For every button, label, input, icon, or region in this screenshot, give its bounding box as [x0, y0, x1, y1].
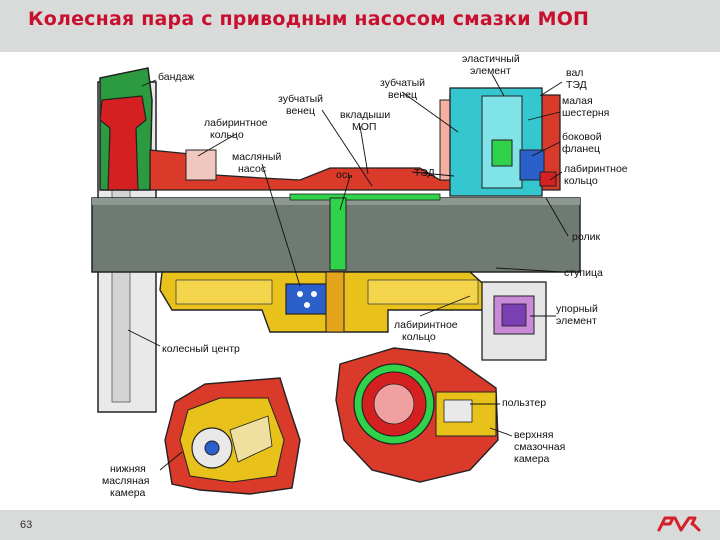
oil-pump [285, 283, 331, 315]
label-gear-rim-left-1: зубчатый [278, 93, 323, 105]
title-bar [0, 0, 720, 52]
label-thrust-element-1: упорный [556, 303, 598, 315]
label-oil-pump-1: масляный [232, 151, 281, 163]
slide-title: Колесная пара с приводным насосом смазки… [28, 8, 590, 30]
label-upper-oil-chamber-3: камера [514, 453, 550, 465]
label-elastic-element-2: элемент [470, 65, 511, 77]
label-motor-shaft-2: ТЭД [566, 79, 587, 91]
label-side-flange-1: боковой [562, 131, 602, 143]
footer-bar [0, 510, 720, 540]
lower-chamber-detail [164, 377, 301, 495]
label-lower-oil-chamber-3: камера [110, 487, 146, 499]
label-small-gear-1: малая [562, 95, 593, 107]
label-small-gear-2: шестерня [562, 107, 609, 119]
label-labyrinth-ring-top-2: кольцо [210, 129, 244, 141]
label-labyrinth-ring-right-2: кольцо [564, 175, 598, 187]
label-wheel-center: колесный центр [162, 343, 240, 355]
label-gear-rim-right-1: зубчатый [380, 77, 425, 89]
label-labyrinth-ring-bottom-2: кольцо [402, 331, 436, 343]
oil-channel-vertical [329, 197, 347, 271]
label-thrust-element-2: элемент [556, 315, 597, 327]
label-mop-bearings-2: МОП [352, 121, 376, 133]
label-elastic-element-1: эластичный [462, 53, 520, 65]
label-mop-bearings-1: вкладыши [340, 109, 390, 121]
label-upper-oil-chamber-2: смазочная [514, 441, 565, 453]
label-upper-oil-chamber-1: верхняя [514, 429, 553, 441]
label-roller: ролик [572, 231, 600, 243]
label-side-flange-2: фланец [562, 143, 600, 155]
label-labyrinth-ring-top-1: лабиринтное [204, 117, 268, 129]
label-axle: ось [336, 169, 353, 181]
oil-channel-horizontal [289, 193, 441, 201]
label-gear-rim-right-2: венец [388, 89, 417, 101]
label-gear-rim-left-2: венец [286, 105, 315, 117]
label-labyrinth-ring-bottom-1: лабиринтное [394, 319, 458, 331]
label-hub: ступица [564, 267, 603, 279]
label-felt: пользтер [502, 397, 546, 409]
page-number: 63 [20, 519, 33, 531]
label-lower-oil-chamber-2: масляная [102, 475, 149, 487]
rail-head [99, 95, 147, 191]
label-bandazh: бандаж [158, 71, 194, 83]
upper-chamber-detail [335, 347, 499, 483]
label-oil-pump-2: насос [238, 163, 266, 175]
label-motor: ТЭД [414, 167, 435, 179]
rzd-logo [657, 516, 701, 532]
label-labyrinth-ring-right-1: лабиринтное [564, 163, 628, 175]
label-lower-oil-chamber-1: нижняя [110, 463, 146, 475]
label-motor-shaft-1: вал [566, 67, 583, 79]
